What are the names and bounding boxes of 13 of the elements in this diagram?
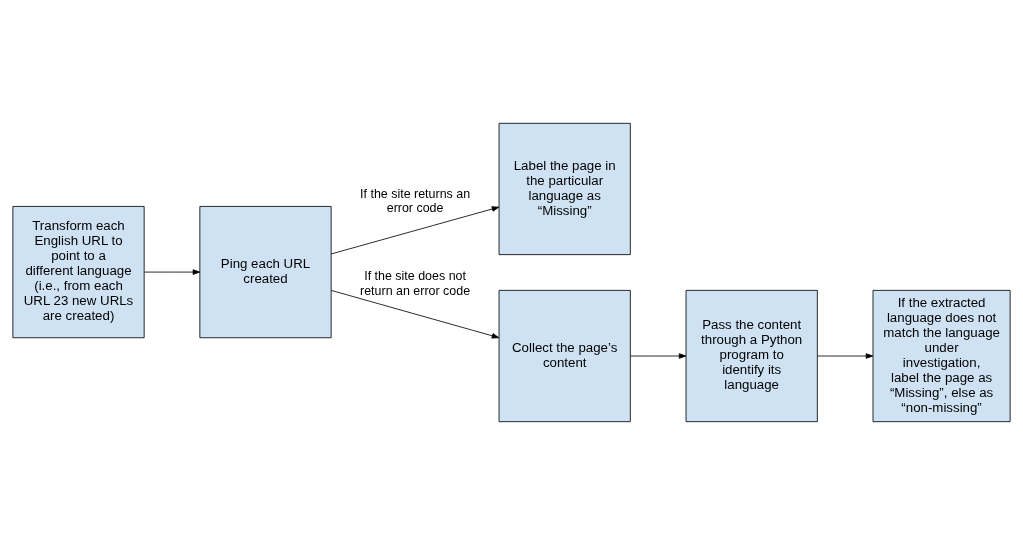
node-box: Collect the page’s content: [498, 289, 631, 422]
arrow: [817, 352, 874, 359]
node-box: Label the page in the particular language as “Missing”: [498, 122, 631, 255]
node-box: Pass the content through a Python program to identify its language: [685, 289, 818, 422]
arrow: [330, 289, 500, 338]
node-box: If the extracted language does not match the language under investigation, label the page as “Missing”, else as “non-missing”: [872, 289, 1011, 422]
edge-label: If the site returns an error code: [360, 186, 471, 215]
arrow: [630, 352, 687, 359]
node-box: Ping each URL created: [199, 205, 332, 338]
arrow: [144, 268, 201, 275]
node-box: Transform each English URL to point to a different language (i.e., from each URL 23 new URLs are created): [12, 205, 145, 338]
edge-label: If the site does not return an error code: [360, 268, 471, 298]
arrow: [330, 205, 500, 254]
